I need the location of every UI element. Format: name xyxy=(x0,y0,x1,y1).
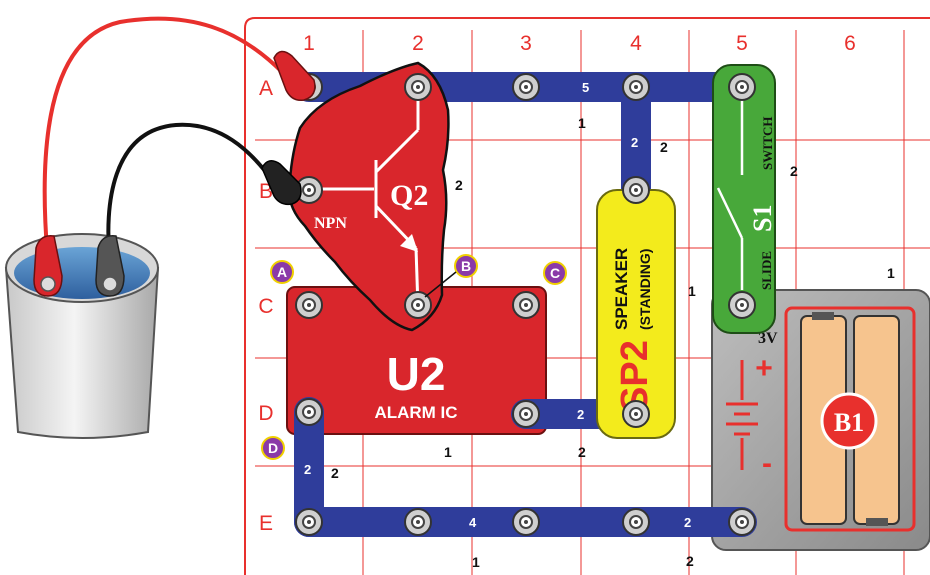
alarm-ic-level: 1 xyxy=(444,444,452,460)
wire-left-number: 2 xyxy=(304,462,311,477)
marker-a: A xyxy=(270,260,294,284)
snap-point[interactable] xyxy=(512,291,540,319)
marker-c: C xyxy=(543,261,567,285)
transistor-level: 2 xyxy=(455,177,463,193)
battery-frame xyxy=(784,306,916,532)
battery-minus: - xyxy=(762,447,772,480)
snap-point[interactable] xyxy=(728,291,756,319)
transistor-q2[interactable]: Q2 NPN 2 xyxy=(287,61,463,332)
grid-column-label: 3 xyxy=(520,32,532,55)
alarm-ic-label: U2 xyxy=(387,348,446,400)
wire-top-level: 1 xyxy=(578,115,586,131)
battery-level: 1 xyxy=(887,265,895,281)
switch-level: 2 xyxy=(790,163,798,179)
wire-bottom-right-level: 2 xyxy=(686,553,694,569)
wire-middle-number: 2 xyxy=(577,407,584,422)
snap-point[interactable] xyxy=(622,508,650,536)
speaker-label: SP2 xyxy=(614,340,656,412)
battery-plus: + xyxy=(755,352,773,385)
speaker-sp2[interactable]: SP2 SPEAKER (STANDING) 1 xyxy=(596,189,696,439)
snap-point[interactable] xyxy=(404,508,432,536)
grid-column-label: 6 xyxy=(844,32,856,55)
snap-point[interactable] xyxy=(404,73,432,101)
switch-sub: SLIDE xyxy=(759,251,774,290)
wire-vertical-4-level: 2 xyxy=(660,139,668,155)
snap-point[interactable] xyxy=(512,508,540,536)
marker-b-pointer xyxy=(424,271,457,298)
grid-column-label: 1 xyxy=(303,32,315,55)
snap-point[interactable] xyxy=(512,400,540,428)
switch-body xyxy=(712,64,776,334)
snap-point[interactable] xyxy=(295,508,323,536)
snap-point[interactable] xyxy=(622,176,650,204)
grid-row-label: A xyxy=(259,77,273,100)
speaker-level: 1 xyxy=(688,283,696,299)
black-clip-head xyxy=(261,160,302,206)
wire-bottom-left-level: 1 xyxy=(472,554,480,570)
black-wire xyxy=(106,122,274,263)
wire-top-number: 5 xyxy=(582,80,589,95)
wire-bottom-right-number: 2 xyxy=(684,515,691,530)
battery-label: B1 xyxy=(834,408,864,437)
marker-d: D xyxy=(261,436,285,460)
battery-voltage: 3V xyxy=(758,330,778,347)
transistor-type: NPN xyxy=(314,215,347,232)
switch-symbol xyxy=(716,100,744,290)
snap-point[interactable] xyxy=(622,73,650,101)
snap-point[interactable] xyxy=(295,398,323,426)
snap-point[interactable] xyxy=(622,400,650,428)
wire-left-level: 2 xyxy=(331,465,339,481)
grid-row-label: E xyxy=(259,512,273,535)
svg-text:D: D xyxy=(268,440,278,456)
water-bucket xyxy=(4,233,160,439)
transistor-arrow xyxy=(400,234,418,252)
switch-s1[interactable]: S1 SWITCH SLIDE 2 xyxy=(712,64,798,334)
grid-column-label: 4 xyxy=(630,32,642,55)
svg-text:C: C xyxy=(550,265,560,281)
grid-column-label: 2 xyxy=(412,32,424,55)
marker-b: B xyxy=(454,254,478,278)
black-clip-in-water xyxy=(95,235,125,297)
red-wire xyxy=(42,16,284,263)
svg-text:B: B xyxy=(461,258,471,274)
grid-column-label: 5 xyxy=(736,32,748,55)
battery-label-badge xyxy=(820,392,878,450)
grid-row-label: C xyxy=(258,295,273,318)
alarm-ic-name: ALARM IC xyxy=(374,403,457,422)
snap-point[interactable] xyxy=(404,291,432,319)
snap-point[interactable] xyxy=(728,508,756,536)
bucket-body xyxy=(4,267,160,439)
snap-point[interactable] xyxy=(512,73,540,101)
switch-name: SWITCH xyxy=(760,117,775,170)
snap-point[interactable] xyxy=(728,73,756,101)
grid-row-label: D xyxy=(258,402,273,425)
svg-text:A: A xyxy=(277,264,287,280)
transistor-body xyxy=(287,61,450,332)
snap-point[interactable] xyxy=(295,291,323,319)
speaker-name: SPEAKER xyxy=(612,248,631,330)
wire-bottom-left-number: 4 xyxy=(469,515,477,530)
wire-vertical-4-number: 2 xyxy=(631,135,638,150)
red-clip-in-water xyxy=(33,235,63,297)
wire-middle-level: 2 xyxy=(578,444,586,460)
snap-point[interactable] xyxy=(295,176,323,204)
alarm-ic-u2[interactable]: U2 ALARM IC 1 xyxy=(286,286,547,460)
battery-symbol xyxy=(726,360,758,470)
battery-b1[interactable]: B1 3V + - 1 xyxy=(711,265,930,551)
snap-points xyxy=(295,73,756,536)
red-clip-head xyxy=(273,50,316,102)
transistor-label: Q2 xyxy=(390,179,428,212)
board-outline xyxy=(244,17,930,575)
switch-label: S1 xyxy=(748,205,777,232)
speaker-sub: (STANDING) xyxy=(637,249,653,330)
